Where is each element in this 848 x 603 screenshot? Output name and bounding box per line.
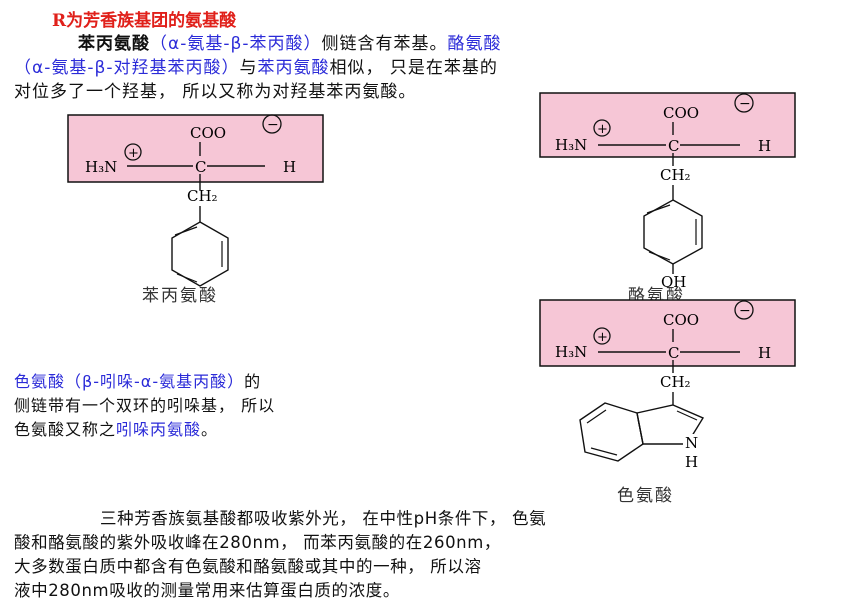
phe-coo-label: COO bbox=[190, 124, 226, 142]
tyr-ch2-label: CH₂ bbox=[660, 166, 691, 184]
tyr-desc-a: 与 bbox=[239, 58, 258, 78]
tyr-h-label: H bbox=[758, 137, 771, 155]
trp-h-label: H bbox=[758, 344, 771, 362]
tyr-alias: （α-氨基-β-对羟基苯丙酸） bbox=[14, 58, 240, 78]
trp-benzene-ring bbox=[579, 402, 644, 462]
phe-alias: （α-氨基-β-苯丙酸） bbox=[150, 34, 322, 54]
trp-alpha-carbon: C bbox=[668, 344, 679, 362]
tyr-minus-charge bbox=[734, 93, 754, 113]
phe-plus-charge bbox=[124, 143, 142, 161]
trp-ring-h: H bbox=[685, 453, 698, 471]
uv-line4: 液中280nm吸收的测量常用来估算蛋白质的浓度。 bbox=[14, 581, 400, 600]
tyr-coo-label: COO bbox=[663, 104, 699, 122]
tyr-name: 酪氨酸 bbox=[447, 34, 502, 54]
trp-plus-charge bbox=[593, 327, 611, 345]
trp-coo-label: COO bbox=[663, 311, 699, 329]
tyr-benzene-ring bbox=[643, 199, 703, 265]
trp-minus-charge bbox=[734, 300, 754, 320]
trp-alt-name: 吲哚丙氨酸 bbox=[116, 420, 202, 439]
trp-text-c: 。 bbox=[201, 420, 219, 439]
tyr-oh-label: OH bbox=[661, 273, 686, 291]
trp-nh3-label: H₃N bbox=[555, 343, 587, 361]
trp-ring-n: N bbox=[685, 434, 698, 452]
tyr-plus-sign: + bbox=[597, 122, 608, 137]
uv-line2: 酸和酪氨酸的紫外吸收峰在280nm， 而苯丙氨酸的在260nm， bbox=[14, 533, 501, 552]
phe-name: 苯丙氨酸 bbox=[78, 34, 150, 54]
phe-ref: 苯丙氨酸 bbox=[257, 58, 330, 78]
tyr-nh3-label: H₃N bbox=[555, 136, 587, 154]
trp-name: 色氨酸 bbox=[14, 372, 66, 391]
phe-desc: 侧链含有苯基。 bbox=[321, 34, 448, 54]
phe-ch2-label: CH₂ bbox=[187, 187, 218, 205]
phe-plus-sign: + bbox=[128, 146, 139, 161]
trp-ch2-label: CH₂ bbox=[660, 373, 691, 391]
tyr-structure: COO − + H₃N C H CH₂ OH bbox=[539, 92, 796, 291]
trp-caption: 色氨酸 bbox=[617, 486, 674, 506]
intro-paragraph: 苯丙氨酸（α-氨基-β-苯丙酸）侧链含有苯基。酪氨酸 （α-氨基-β-对羟基苯丙… bbox=[14, 32, 501, 104]
trp-minus-sign: − bbox=[739, 303, 751, 319]
page-title: R为芳香族基团的氨基酸 bbox=[52, 11, 237, 31]
phe-structure: COO − + H₃N C H CH₂ bbox=[67, 114, 324, 287]
trp-paragraph: 色氨酸（β-吲哚-α-氨基丙酸）的 侧链带有一个双环的吲哚基， 所以 色氨酸又称… bbox=[14, 370, 275, 442]
phe-alpha-carbon: C bbox=[195, 158, 206, 176]
uv-line1: 三种芳香族氨基酸都吸收紫外光， 在中性pH条件下， 色氨 bbox=[100, 509, 547, 528]
trp-line2: 侧链带有一个双环的吲哚基， 所以 bbox=[14, 396, 276, 415]
phe-minus-charge bbox=[262, 114, 282, 134]
phe-minus-sign: − bbox=[267, 117, 279, 133]
trp-text-b: 色氨酸又称之 bbox=[14, 420, 117, 439]
phe-h-label: H bbox=[283, 158, 296, 176]
phe-benzene-ring bbox=[171, 221, 229, 287]
uv-line3: 大多数蛋白质中都含有色氨酸和酪氨酸或其中的一种， 所以溶 bbox=[14, 557, 482, 576]
phe-nh3-label: H₃N bbox=[85, 158, 117, 176]
uv-absorption-paragraph: 三种芳香族氨基酸都吸收紫外光， 在中性pH条件下， 色氨 酸和酪氨酸的紫外吸收峰… bbox=[14, 507, 546, 603]
trp-pyrrole-ring bbox=[636, 404, 705, 445]
trp-plus-sign: + bbox=[597, 330, 608, 345]
phe-caption: 苯丙氨酸 bbox=[142, 286, 218, 306]
tyr-minus-sign: − bbox=[739, 96, 751, 112]
trp-structure: COO − + H₃N C H CH₂ N H bbox=[539, 299, 796, 471]
tyr-desc-b: 相似， 只是在苯基的 bbox=[329, 58, 498, 78]
trp-alias: （β-吲哚-α-氨基丙酸） bbox=[65, 372, 245, 391]
trp-text-a: 的 bbox=[244, 372, 262, 391]
tyr-alpha-carbon: C bbox=[668, 137, 679, 155]
intro-line3: 对位多了一个羟基， 所以又称为对羟基苯丙氨酸。 bbox=[14, 82, 417, 102]
tyr-plus-charge bbox=[593, 119, 611, 137]
